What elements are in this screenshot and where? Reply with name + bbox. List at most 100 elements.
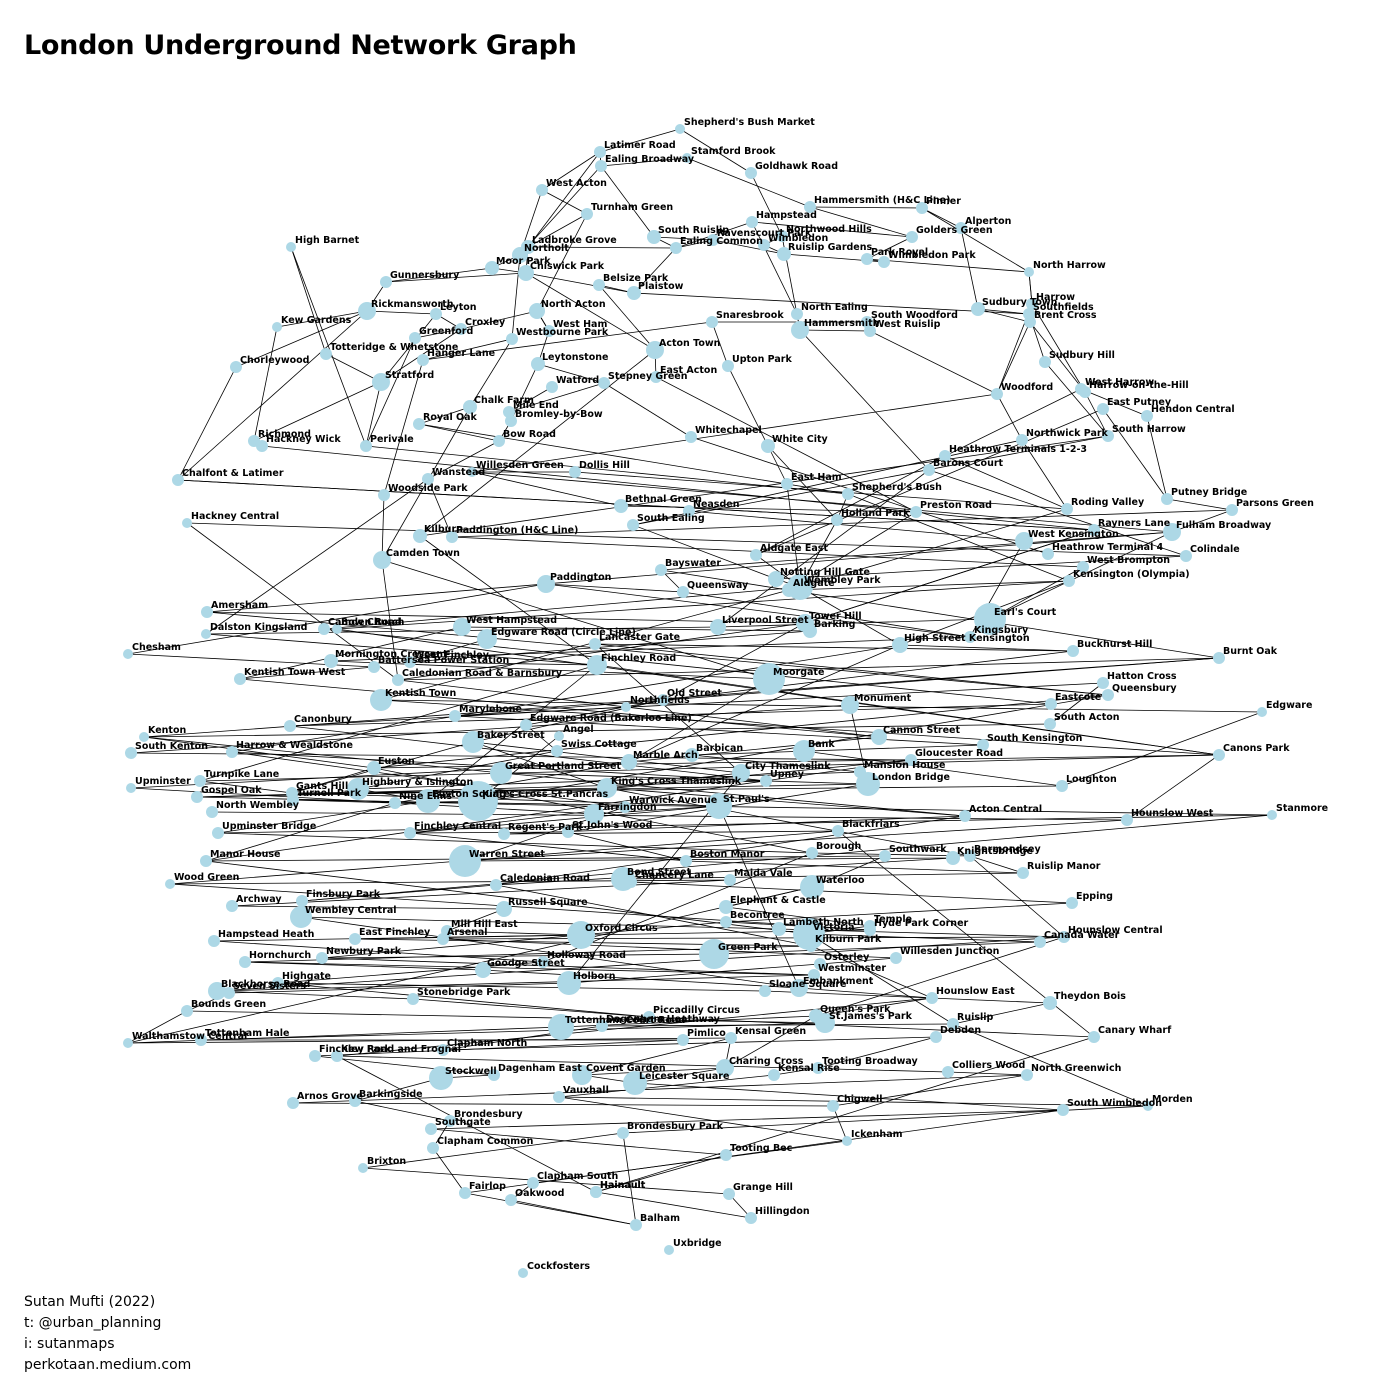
station-node <box>761 439 775 453</box>
station-label: Chigwell <box>837 1094 883 1105</box>
station-node <box>832 825 844 837</box>
graph-edge <box>477 759 912 802</box>
graph-edge <box>633 247 677 294</box>
station-node <box>759 985 771 997</box>
station-label: Finchley Road and Frognal <box>319 1044 461 1055</box>
station-label: Russell Square <box>508 897 588 908</box>
graph-edge <box>460 310 538 330</box>
graph-edge <box>362 1167 730 1195</box>
graph-edge <box>832 1074 1028 1107</box>
station-node <box>520 719 532 731</box>
station-label: Northolt <box>524 243 569 254</box>
graph-edge <box>996 321 1031 395</box>
graph-edge <box>511 254 521 340</box>
graph-edge <box>832 1105 848 1142</box>
station-label: South Kenton <box>135 741 208 752</box>
station-node <box>437 933 449 945</box>
station-node <box>746 216 758 228</box>
station-label: Notting Hill Gate <box>780 567 870 578</box>
graph-edge <box>127 583 547 655</box>
station-node <box>923 464 935 476</box>
station-node <box>309 1050 321 1062</box>
station-label: Tooting Bec <box>730 1143 792 1154</box>
station-label: Neasden <box>693 499 740 510</box>
station-node <box>208 935 220 947</box>
graph-edge <box>127 1010 188 1044</box>
station-label: Plaistow <box>638 281 684 292</box>
station-node <box>596 1020 608 1032</box>
station-node <box>677 586 689 598</box>
station-label: Embankment <box>803 976 874 987</box>
station-label: Charing Cross <box>729 1056 804 1067</box>
graph-edge <box>300 916 800 989</box>
station-label: Lambeth North <box>783 917 864 928</box>
station-label: Baker Street <box>477 730 545 741</box>
station-node <box>413 529 427 543</box>
station-node <box>332 624 342 634</box>
graph-edge <box>471 471 1173 533</box>
graph-edge <box>430 1109 1064 1130</box>
graph-edge <box>409 832 687 862</box>
graph-edge <box>1166 498 1233 511</box>
station-node <box>1121 814 1133 826</box>
station-label: Stockwell <box>445 1066 497 1077</box>
station-label: Barbican <box>696 743 743 754</box>
station-node <box>842 1136 852 1146</box>
station-node <box>165 879 175 889</box>
graph-edge <box>1029 321 1086 393</box>
graph-edge <box>373 694 1109 769</box>
station-label: Sudbury Hill <box>1049 350 1115 361</box>
station-node <box>791 321 809 339</box>
station-node <box>892 637 908 653</box>
graph-edge <box>442 936 1065 940</box>
station-label: Hatton Cross <box>1107 671 1177 682</box>
station-label: Hillingdon <box>755 1206 810 1217</box>
station-label: Camden Town <box>386 548 460 559</box>
station-node <box>589 638 601 650</box>
graph-edge <box>276 310 368 328</box>
station-node <box>1024 316 1036 328</box>
graph-edge <box>755 455 946 556</box>
graph-edge <box>143 723 1051 738</box>
station-label: Boston Manor <box>690 849 765 860</box>
graph-edge <box>977 308 1030 315</box>
station-node <box>459 1187 471 1199</box>
station-node <box>296 895 308 907</box>
graph-edge <box>365 445 849 495</box>
graph-edge <box>323 586 801 630</box>
station-label: Kensington (Olympia) <box>1073 569 1190 580</box>
graph-edge <box>418 406 471 425</box>
station-label: Wembley Central <box>305 905 397 916</box>
station-label: Northfields <box>630 695 690 706</box>
station-node <box>959 810 971 822</box>
graph-edge <box>996 393 1023 441</box>
graph-edge <box>724 1015 817 1069</box>
station-node <box>430 308 442 320</box>
station-label: Totteridge & Whetstone <box>330 342 458 353</box>
station-label: Latimer Road <box>604 140 676 151</box>
station-label: Bond Street <box>627 867 692 878</box>
graph-edge <box>336 997 933 1057</box>
station-node <box>871 729 887 745</box>
station-label: Highgate <box>282 971 331 982</box>
station-node <box>590 1186 602 1198</box>
station-node <box>685 748 699 762</box>
graph-edge <box>1044 361 1109 437</box>
station-label: Bromley-by-Bow <box>515 409 603 420</box>
station-label: Balham <box>640 1213 680 1224</box>
station-label: Finchley Central <box>414 821 501 832</box>
station-label: Barons Court <box>933 458 1004 469</box>
graph-edge <box>767 445 838 521</box>
station-label: Arsenal <box>447 927 488 938</box>
station-label: Sudbury Town <box>982 297 1058 308</box>
station-label: Bayswater <box>665 558 721 569</box>
station-label: Kensal Rise <box>778 1063 840 1074</box>
station-label: Turnpike Lane <box>204 769 279 780</box>
graph-edge <box>725 902 1073 923</box>
station-label: Caledonian Road <box>500 873 590 884</box>
station-label: Burnt Oak <box>1223 646 1278 657</box>
graph-edge <box>803 750 1063 787</box>
station-node <box>699 939 729 969</box>
station-label: Ruislip Gardens <box>788 242 873 253</box>
graph-edge <box>510 1199 637 1226</box>
